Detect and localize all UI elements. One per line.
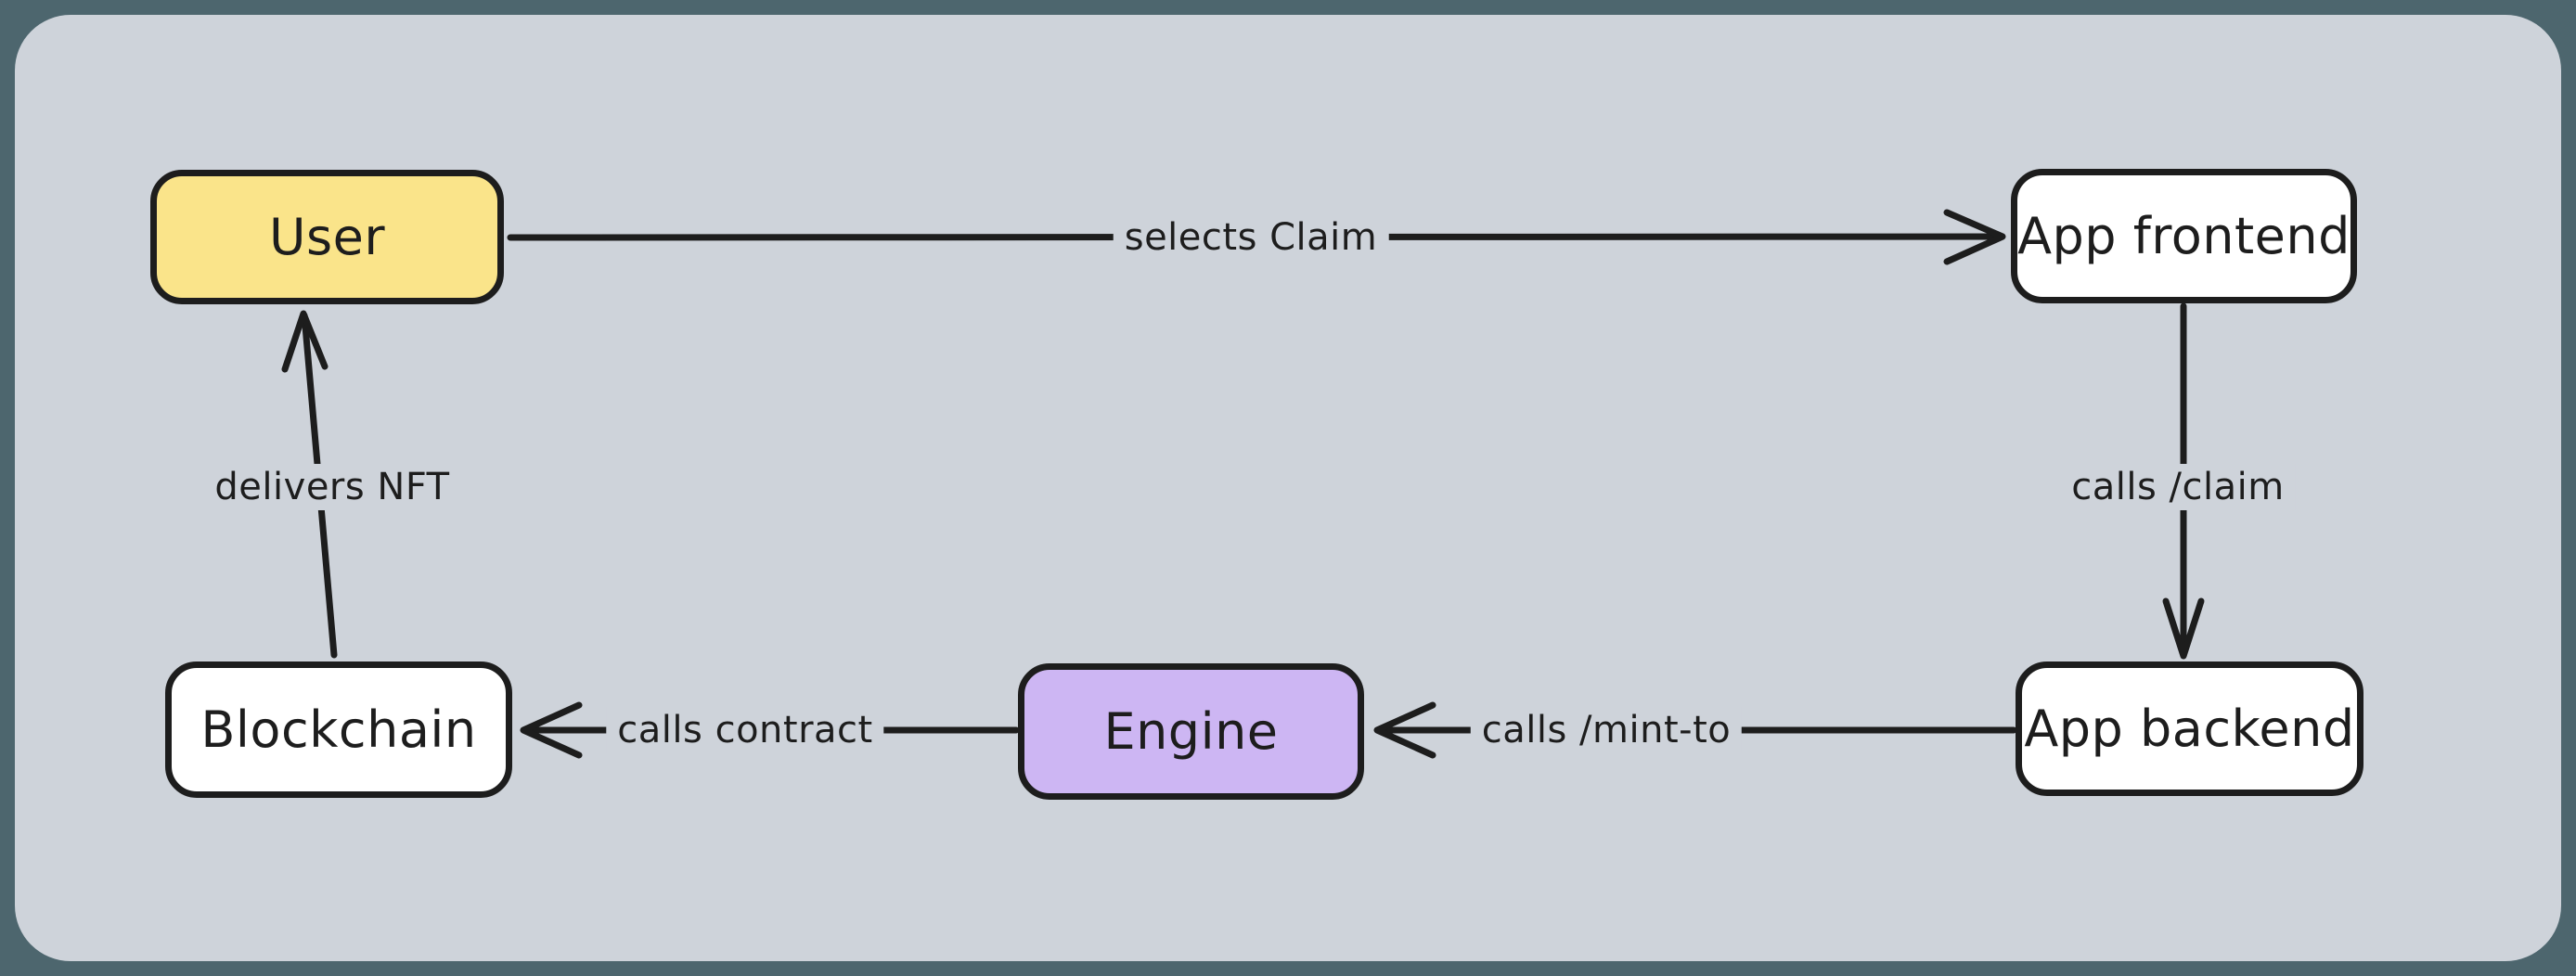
edge-label-calls-mint-to: calls /mint-to xyxy=(1470,707,1743,753)
node-blockchain: Blockchain xyxy=(165,661,512,798)
node-app-frontend-label: App frontend xyxy=(2017,207,2351,265)
node-blockchain-label: Blockchain xyxy=(200,700,477,759)
node-app-frontend: App frontend xyxy=(2011,169,2357,303)
edge-label-calls-contract: calls contract xyxy=(606,707,884,753)
node-user-label: User xyxy=(268,208,386,266)
node-user: User xyxy=(150,170,504,304)
node-engine-label: Engine xyxy=(1103,702,1279,761)
edge-label-calls-claim: calls /claim xyxy=(2060,464,2296,510)
node-engine: Engine xyxy=(1018,663,1364,800)
node-app-backend: App backend xyxy=(2016,661,2363,796)
edge-label-selects-claim: selects Claim xyxy=(1113,214,1389,261)
edge-label-delivers-nft: delivers NFT xyxy=(203,464,461,510)
node-app-backend-label: App backend xyxy=(2024,700,2355,758)
